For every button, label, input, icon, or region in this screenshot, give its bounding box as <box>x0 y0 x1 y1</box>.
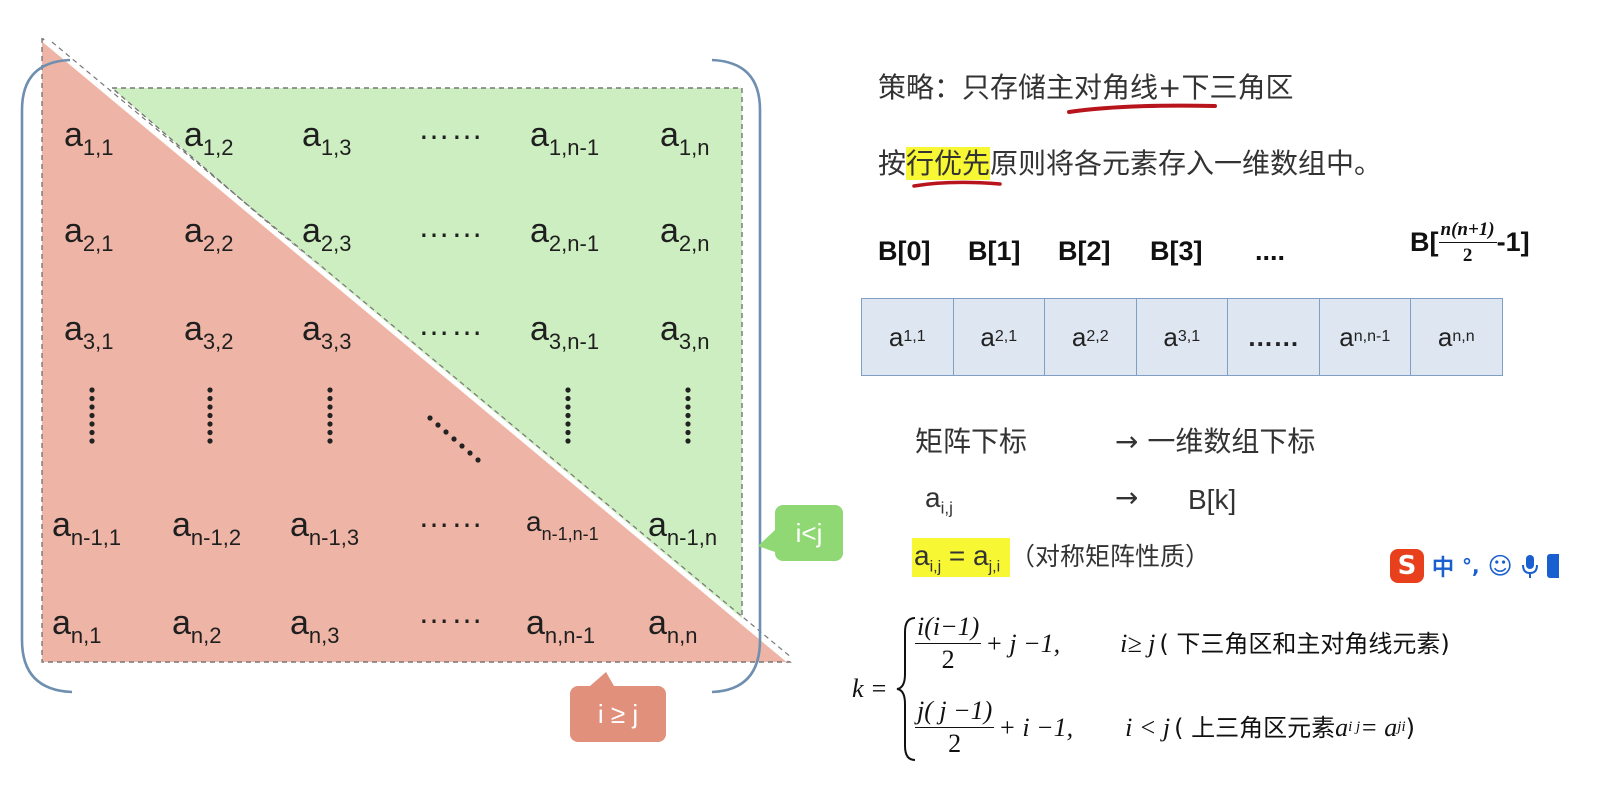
matrix-cell: a3,1 <box>64 310 114 354</box>
diagonal-ellipsis-mark <box>427 415 481 463</box>
array-cell: …… <box>1227 298 1320 376</box>
ime-more-icon[interactable] <box>1546 554 1559 578</box>
array-index-1: B[1] <box>968 236 1021 266</box>
matrix-cell: an,n <box>648 604 698 648</box>
tag-lower-condition: i ≥ j <box>570 686 666 742</box>
mapping-right-label: → 一维数组下标 <box>1115 425 1316 458</box>
matrix-cell: a2,3 <box>302 212 352 256</box>
tag-upper-condition: i<j <box>775 505 843 561</box>
symmetry-equation: ai,j = aj,i <box>912 538 1010 577</box>
matrix-cell: a1,n-1 <box>530 116 600 160</box>
hdots-row2: …… <box>418 208 484 244</box>
matrix-cell: a1,1 <box>64 116 114 160</box>
ime-toolbar[interactable]: S 中 °, ☺ <box>1390 548 1620 584</box>
ime-logo-icon[interactable]: S <box>1390 549 1424 583</box>
vertical-ellipsis-marks <box>89 387 691 444</box>
matrix-cell: a3,n <box>660 310 710 354</box>
matrix-cell: an-1,3 <box>290 506 360 550</box>
strategy-line: 策略：只存储主对角线+下三角区 <box>878 71 1294 104</box>
hdots-row1: …… <box>418 110 484 146</box>
red-underline-2 <box>912 180 1002 188</box>
matrix-cell: a3,3 <box>302 310 352 354</box>
red-underline-1 <box>1067 103 1217 114</box>
matrix-cell: a3,2 <box>184 310 234 354</box>
ime-punct-toggle[interactable]: °, <box>1462 554 1480 578</box>
microphone-icon[interactable] <box>1521 553 1539 579</box>
mapping-left-elem: ai,j <box>925 482 953 518</box>
left-bracket <box>20 58 73 694</box>
hdots-row3: …… <box>418 306 484 342</box>
formula-brace <box>896 617 916 761</box>
formula-case1: i(i−1) 2 + j −1, i≥ j ( 下三角区和主对角线元素) <box>915 612 1450 674</box>
matrix-cell: an,1 <box>52 604 102 648</box>
matrix-diagram <box>20 36 793 694</box>
matrix-cell: an,2 <box>172 604 222 648</box>
array-index-last: B[ n(n+1) 2 -1] <box>1410 219 1530 266</box>
matrix-cell: a2,1 <box>64 212 114 256</box>
hdots-row-n: …… <box>418 594 484 630</box>
hdots-row-n1: …… <box>418 498 484 534</box>
underlined-term: 主对角线 <box>1046 71 1159 104</box>
matrix-cell: an-1,1 <box>52 506 122 550</box>
array-index-ellipsis: .... <box>1255 236 1286 266</box>
matrix-cell: a3,n-1 <box>530 310 600 354</box>
rule-line: 按行优先原则将各元素存入一维数组中。 <box>878 147 1383 180</box>
matrix-cell: an,3 <box>290 604 340 648</box>
matrix-cell: a2,2 <box>184 212 234 256</box>
array-index-0: B[0] <box>878 236 931 266</box>
matrix-cell: a1,2 <box>184 116 234 160</box>
symmetry-line: ai,j = aj,i （对称矩阵性质） <box>912 538 1210 577</box>
mapping-right-elem: B[k] <box>1188 484 1237 515</box>
matrix-cell: an,n-1 <box>526 604 596 648</box>
matrix-cell: a2,n <box>660 212 710 256</box>
matrix-cell: an-1,n-1 <box>526 506 599 544</box>
mapping-left-label: 矩阵下标 <box>915 425 1028 458</box>
highlighted-term: 行优先 <box>906 147 991 180</box>
mapping-arrow: → <box>1115 481 1139 514</box>
matrix-cell: a2,n-1 <box>530 212 600 256</box>
right-bracket <box>711 58 762 694</box>
smile-icon[interactable]: ☺ <box>1487 552 1513 580</box>
formula-k: k = <box>852 674 888 703</box>
matrix-cell: a1,n <box>660 116 710 160</box>
symmetry-note: （对称矩阵性质） <box>1009 542 1210 571</box>
array-index-3: B[3] <box>1150 236 1203 266</box>
ime-lang-toggle[interactable]: 中 <box>1432 556 1455 581</box>
array-index-2: B[2] <box>1058 236 1111 266</box>
matrix-cell: a1,3 <box>302 116 352 160</box>
matrix-cell: an-1,2 <box>172 506 242 550</box>
matrix-cell: an-1,n <box>648 506 718 550</box>
